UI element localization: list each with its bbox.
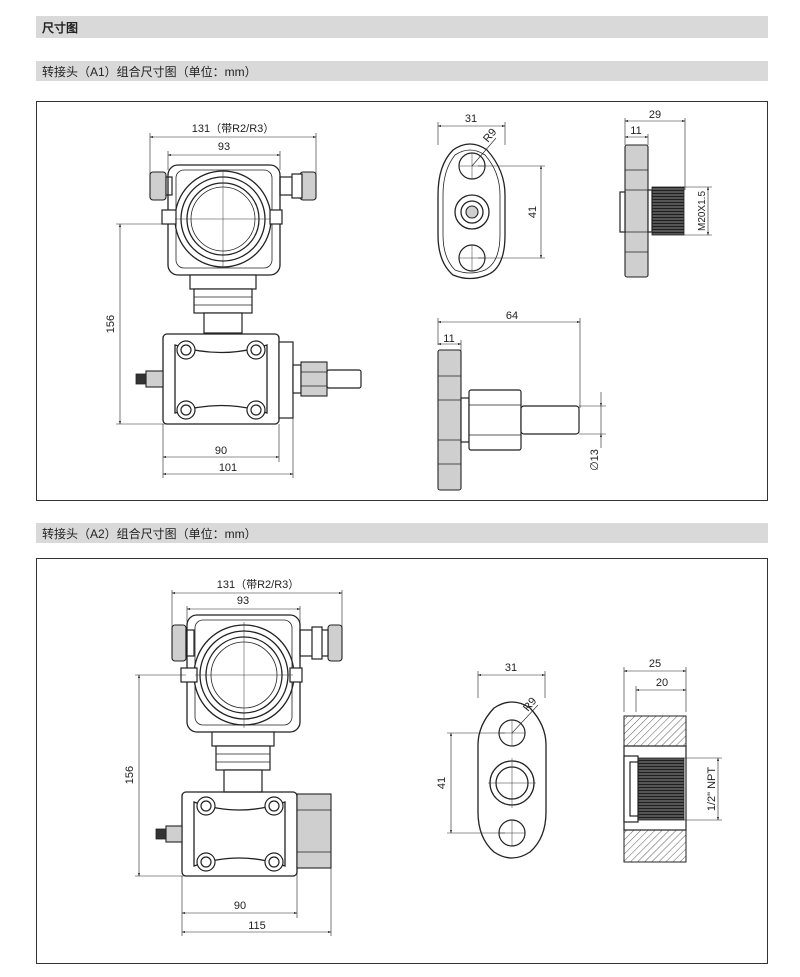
a1-dim-hole-spacing: 41 [527, 206, 539, 218]
a1-fitting-side-view [437, 318, 606, 491]
a2-dim-base-width: 90 [234, 900, 246, 912]
a1-transmitter-front-view [116, 133, 362, 478]
a2-dim-side-total: 25 [649, 658, 661, 670]
a1-dim-side-flange: 11 [630, 125, 641, 137]
section-a1-title: 转接头（A1）组合尺寸图（单位：mm） [36, 61, 768, 81]
a1-dim-fitting-flange: 11 [443, 333, 454, 345]
a1-flange-side-view [619, 118, 712, 278]
a1-dim-side-total: 29 [649, 109, 661, 121]
a1-dim-fitting-length: 64 [506, 310, 518, 322]
section-a1-title-text: 转接头（A1）组合尺寸图（单位：mm） [42, 64, 257, 79]
a2-dim-head-width: 93 [237, 595, 249, 607]
a1-flange-front-view [437, 122, 545, 280]
page-title: 尺寸图 [36, 16, 768, 38]
a2-dim-thread: 1/2" NPT [706, 767, 718, 812]
a1-dim-fitting-diameter: ∅13 [589, 449, 601, 471]
section-a2-title: 转接头（A2）组合尺寸图（单位：mm） [36, 523, 768, 543]
a1-dim-thread: M20X1.5 [697, 191, 708, 231]
a1-dim-total-width: 131（带R2/R3） [192, 122, 275, 135]
a1-dim-flange-width: 31 [465, 113, 477, 125]
a2-flange-front-view [447, 671, 547, 859]
a2-dim-hole-spacing: 41 [436, 777, 448, 789]
page-title-text: 尺寸图 [42, 20, 79, 35]
a2-dim-flange-width: 31 [505, 662, 517, 674]
a2-dim-total-width: 131（带R2/R3） [217, 578, 300, 591]
a2-dim-base-total: 115 [248, 920, 266, 932]
a2-dim-side-inner: 20 [656, 677, 668, 689]
a2-dim-height: 156 [124, 766, 136, 784]
a1-dim-base-width: 90 [215, 445, 227, 457]
a1-dim-height: 156 [105, 315, 117, 333]
a2-flange-section-view [623, 667, 722, 863]
a1-dim-base-total: 101 [219, 462, 237, 474]
a1-dim-radius: R9 [481, 126, 499, 144]
a1-dim-head-width: 93 [218, 141, 230, 153]
section-a2-title-text: 转接头（A2）组合尺寸图（单位：mm） [42, 526, 257, 541]
a2-transmitter-front-view [135, 590, 343, 936]
a2-dim-radius: R9 [521, 695, 539, 713]
